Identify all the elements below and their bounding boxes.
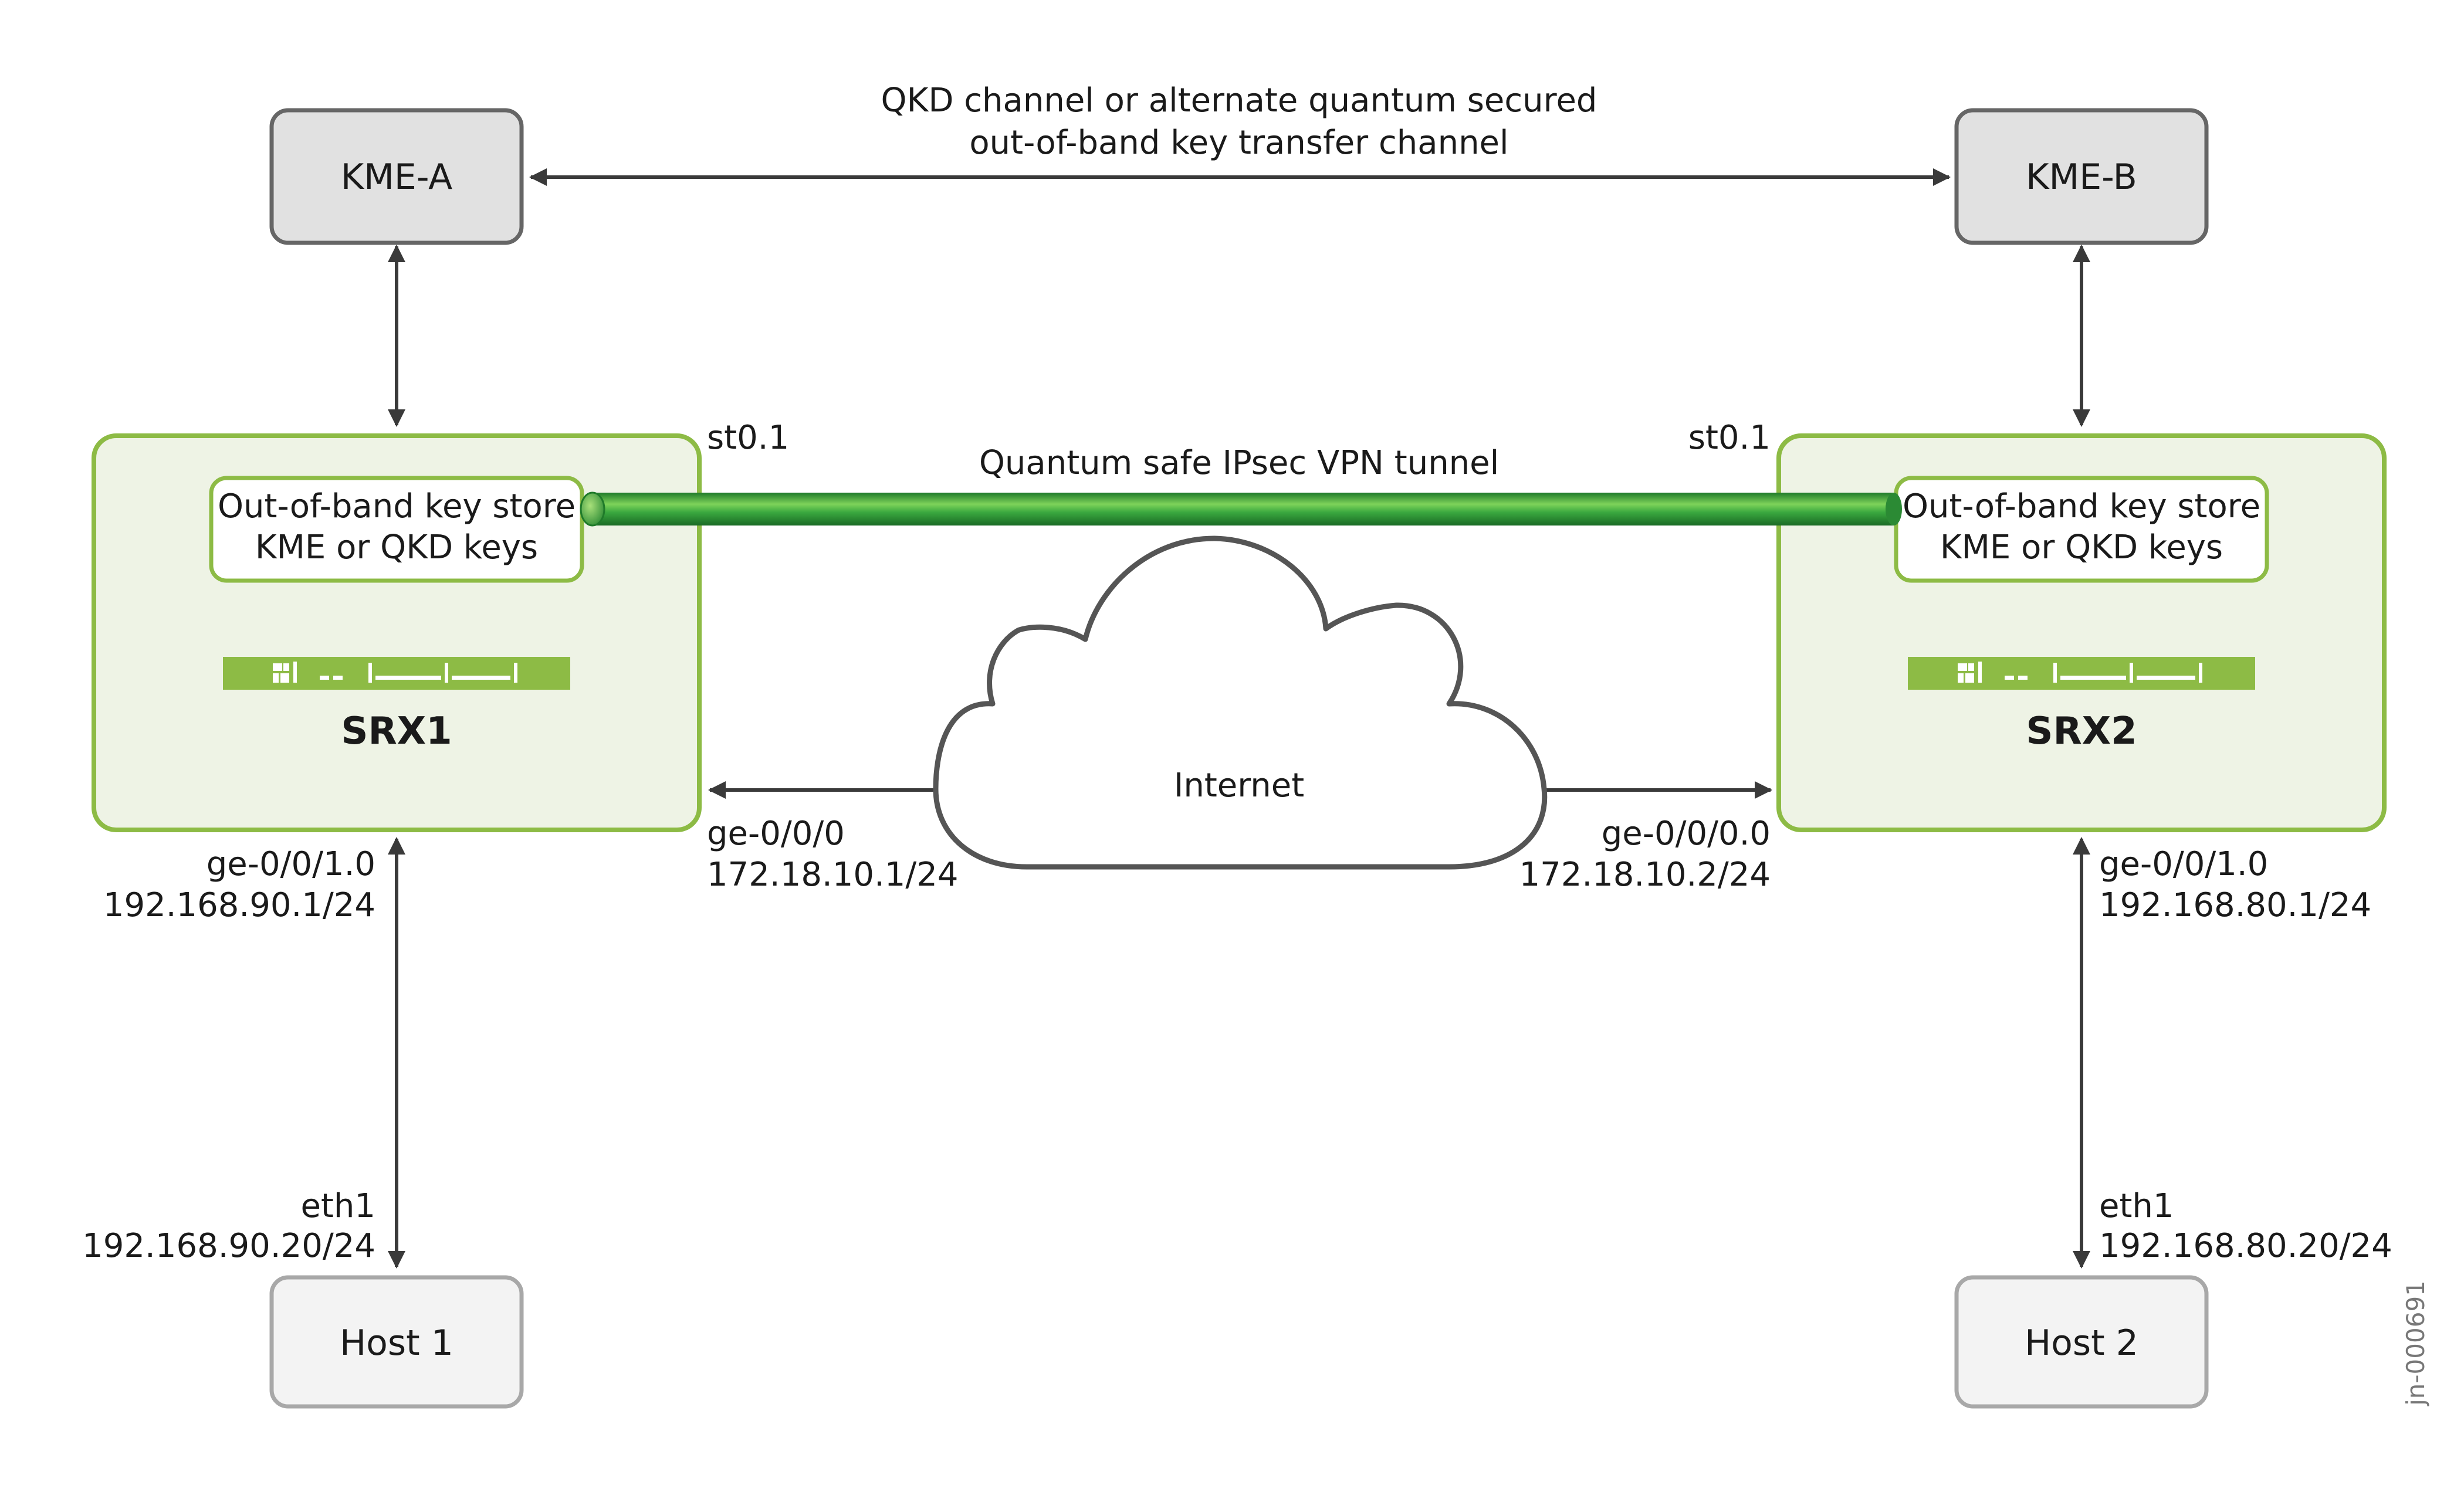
srx1-key-store bbox=[209, 476, 584, 583]
srx2-wan-interface-name: ge-0/0/0.0 bbox=[1602, 815, 1771, 853]
kme-b-label: KME-B bbox=[2026, 157, 2137, 198]
srx1-wan-interface-ip: 172.18.10.1/24 bbox=[707, 856, 959, 894]
host2-label: Host 2 bbox=[2025, 1323, 2138, 1364]
internet-cloud-icon bbox=[933, 535, 1548, 870]
vpn-tunnel-label: Quantum safe IPsec VPN tunnel bbox=[979, 444, 1499, 482]
tunnel-right-endpoint-label: st0.1 bbox=[1688, 419, 1771, 457]
srx1-device-bar-icon bbox=[223, 657, 570, 690]
qkd-channel-label-line1: QKD channel or alternate quantum secured bbox=[881, 82, 1597, 120]
host2-interface-ip: 192.168.80.20/24 bbox=[2099, 1227, 2392, 1265]
srx2-key-store bbox=[1894, 476, 2269, 583]
host1-node: Host 1 bbox=[269, 1275, 524, 1409]
srx2-lan-interface-ip: 192.168.80.1/24 bbox=[2099, 886, 2371, 924]
srx2-key-store-line1: Out-of-band key store bbox=[1903, 487, 2260, 525]
host1-interface-ip: 192.168.90.20/24 bbox=[82, 1227, 375, 1265]
host2-interface-name: eth1 bbox=[2099, 1187, 2174, 1225]
srx1-device: Out-of-band key store KME or QKD keys SR… bbox=[92, 433, 702, 832]
srx1-lan-interface-ip: 192.168.90.1/24 bbox=[103, 886, 375, 924]
kme-a-label: KME-A bbox=[341, 157, 452, 198]
srx1-key-store-line2: KME or QKD keys bbox=[255, 528, 538, 567]
vpn-tunnel bbox=[580, 491, 1902, 527]
host1-interface-name: eth1 bbox=[300, 1187, 375, 1225]
srx1-lan-interface-name: ge-0/0/1.0 bbox=[207, 845, 375, 883]
internet-label: Internet bbox=[1174, 767, 1304, 805]
srx1-wan-interface-name: ge-0/0/0 bbox=[707, 815, 845, 853]
kme-b-node: KME-B bbox=[1954, 108, 2209, 245]
qkd-channel-label-line2: out-of-band key transfer channel bbox=[969, 124, 1508, 162]
host1-label: Host 1 bbox=[340, 1323, 453, 1364]
srx2-key-store-line2: KME or QKD keys bbox=[1940, 528, 2223, 567]
srx2-device-bar-icon bbox=[1908, 657, 2255, 690]
host2-node: Host 2 bbox=[1954, 1275, 2209, 1409]
srx2-lan-interface-name: ge-0/0/1.0 bbox=[2099, 845, 2268, 883]
tunnel-left-endpoint-label: st0.1 bbox=[707, 419, 789, 457]
srx2-label: SRX2 bbox=[2026, 710, 2137, 753]
kme-a-node: KME-A bbox=[269, 108, 524, 245]
srx1-label: SRX1 bbox=[341, 710, 452, 753]
srx1-key-store-line1: Out-of-band key store bbox=[218, 487, 576, 525]
srx2-device: Out-of-band key store KME or QKD keys SR… bbox=[1776, 433, 2387, 832]
figure-id-watermark: jn-000691 bbox=[2401, 1280, 2430, 1406]
srx2-wan-interface-ip: 172.18.10.2/24 bbox=[1519, 856, 1771, 894]
